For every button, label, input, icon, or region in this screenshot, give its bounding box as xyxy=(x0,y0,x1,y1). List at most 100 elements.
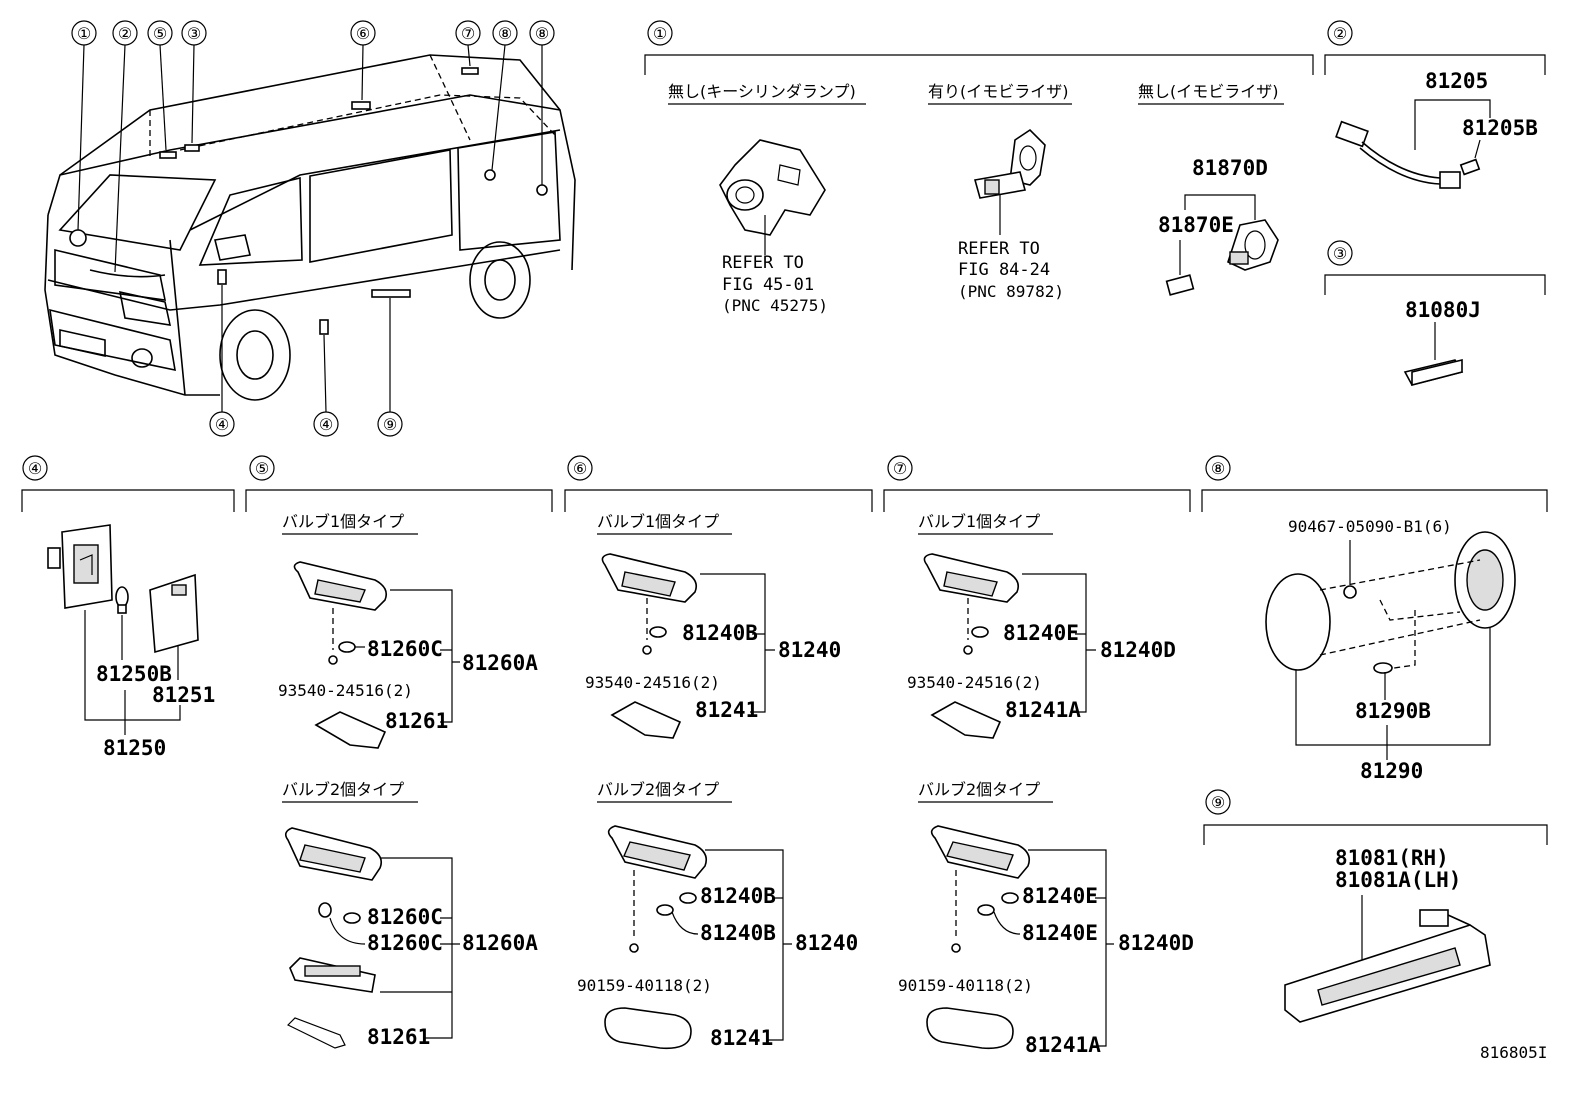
part-81870D: 81870D xyxy=(1192,156,1268,180)
section-6: ⑥ バルブ1個タイプ 81240B 93540-24516(2) 81241 8… xyxy=(564,455,873,1050)
sec7-part-main: 81240D xyxy=(1100,638,1176,662)
section-5: ⑤ バルブ1個タイプ 81260C 93540-24516(2) 81261 8… xyxy=(245,455,553,1049)
sec7-lens-2 xyxy=(926,1007,1014,1050)
sec5-double-bulb-title: バルブ2個タイプ xyxy=(282,780,404,799)
lamp-81250 xyxy=(47,524,113,609)
bulb-81080J xyxy=(1403,358,1464,387)
sec6-part-lens-2: 81241 xyxy=(710,1026,773,1050)
part-81205: 81205 xyxy=(1425,69,1488,93)
section-5-callout: ⑤ xyxy=(255,459,269,478)
sec7-double-bulb-title: バルブ2個タイプ xyxy=(918,780,1040,799)
sec7-part-bulb-2a: 81240E xyxy=(1022,884,1098,908)
section-7: ⑦ バルブ1個タイプ 81240E 93540-24516(2) 81241A … xyxy=(883,455,1194,1057)
sec7-lens-1 xyxy=(930,701,1002,739)
sec7-part-screw-2: 90159-40118(2) xyxy=(898,976,1033,995)
overview-callout-labels: ① ② ⑤ ③ ⑥ ⑦ ⑧ ⑧ ④ ④ ⑨ xyxy=(77,24,549,434)
part-81250B: 81250B xyxy=(96,662,172,686)
sec6-housing-1 xyxy=(601,553,698,603)
callout-4: ④ xyxy=(215,415,229,434)
callout-4b: ④ xyxy=(319,415,333,434)
sec8-part-main: 81290 xyxy=(1360,759,1423,783)
section-2: ② 81205 81205B xyxy=(1324,20,1546,189)
sec5-part-main-2: 81260A xyxy=(462,931,538,955)
sec6-single-bulb-title: バルブ1個タイプ xyxy=(597,512,719,531)
section-3: ③ 81080J xyxy=(1324,240,1546,387)
callout-6: ⑥ xyxy=(356,24,370,43)
sec8-part-bulb: 81290B xyxy=(1355,699,1431,723)
key-cylinder-lamp xyxy=(719,139,826,255)
immobilizer-coil xyxy=(973,128,1046,235)
sec5-bulb-2b xyxy=(343,912,361,924)
bulb-81870E xyxy=(1165,274,1195,296)
section-4: ④ 81250B 81251 81250 xyxy=(21,455,235,760)
sec8-housing xyxy=(1454,531,1516,629)
section-7-callout: ⑦ xyxy=(893,459,907,478)
sec6-part-main-2: 81240 xyxy=(795,931,858,955)
part-81205B: 81205B xyxy=(1462,116,1538,140)
sec8-screw xyxy=(1343,585,1357,599)
sec7-housing-2 xyxy=(930,825,1031,879)
sec5-part-screw: 93540-24516(2) xyxy=(278,681,413,700)
callout-8: ⑧ xyxy=(498,24,512,43)
sec6-part-bulb-2a: 81240B xyxy=(700,884,776,908)
sec5-part-bulb-2a: 81260C xyxy=(367,905,443,929)
sec5-part-lens: 81261 xyxy=(385,709,448,733)
sec6-part-bulb-2b: 81240B xyxy=(700,921,776,945)
socket-wire-81205 xyxy=(1335,120,1481,189)
figure-code: 816805I xyxy=(1480,1043,1547,1062)
sec5-single-bulb-title: バルブ1個タイプ xyxy=(282,512,404,531)
section-9: ⑨ 81081(RH) 81081A(LH) xyxy=(1203,789,1548,1023)
sec7-screw-1 xyxy=(963,645,973,655)
sec7-part-bulb: 81240E xyxy=(1003,621,1079,645)
sec7-bulb-1 xyxy=(971,626,989,638)
sec7-single-bulb-title: バルブ1個タイプ xyxy=(918,512,1040,531)
sec5-lens-1 xyxy=(314,711,387,749)
sec6-screw-2 xyxy=(629,943,639,953)
section-6-callout: ⑥ xyxy=(573,459,587,478)
sec7-part-lens: 81241A xyxy=(1005,698,1081,722)
sec7-part-screw: 93540-24516(2) xyxy=(907,673,1042,692)
sec9-part-rh: 81081(RH) xyxy=(1335,846,1449,870)
sec1-ref-b-line3: (PNC 89782) xyxy=(958,282,1064,301)
section-1-callout: ① xyxy=(653,24,667,43)
callout-5: ⑤ xyxy=(153,24,167,43)
sec5-part-lens-2: 81261 xyxy=(367,1025,430,1049)
sec6-double-bulb-title: バルブ2個タイプ xyxy=(597,780,719,799)
part-81080J: 81080J xyxy=(1405,298,1481,322)
sec6-part-lens: 81241 xyxy=(695,698,758,722)
sec5-lens-2 xyxy=(289,957,376,993)
sec8-part-screw: 90467-05090-B1(6) xyxy=(1288,517,1452,536)
van-illustration xyxy=(44,54,576,401)
sec5-bulb-1 xyxy=(338,641,356,653)
sec5-part-bulb-2b: 81260C xyxy=(367,931,443,955)
sec6-bulb-2a xyxy=(679,892,697,904)
section-3-callout: ③ xyxy=(1333,244,1347,263)
callout-7: ⑦ xyxy=(461,24,475,43)
sec6-part-main: 81240 xyxy=(778,638,841,662)
sec1-option-b: 有り(イモビライザ) xyxy=(928,82,1069,101)
sec1-ref-b-line2: FIG 84-24 xyxy=(958,260,1050,280)
sec5-screw-1 xyxy=(328,655,338,665)
sec9-part-lh: 81081A(LH) xyxy=(1335,868,1461,892)
sec1-option-a: 無し(キーシリンダランプ) xyxy=(668,82,856,101)
lens-81251 xyxy=(149,573,199,654)
part-81870E: 81870E xyxy=(1158,213,1234,237)
callout-3: ③ xyxy=(187,24,201,43)
callout-2: ② xyxy=(118,24,132,43)
callout-8b: ⑧ xyxy=(535,24,549,43)
sec5-housing-1 xyxy=(293,561,388,611)
sec9-step-lamp xyxy=(1284,909,1491,1023)
section-9-callout: ⑨ xyxy=(1211,793,1225,812)
sec1-ref-b-line1: REFER TO xyxy=(958,239,1040,259)
sec5-housing-2 xyxy=(284,827,383,881)
sec5-part-main: 81260A xyxy=(462,651,538,675)
sec8-bulb xyxy=(1373,662,1393,674)
section-8: ⑧ 90467-05090-B1(6) 81290B 81290 xyxy=(1201,455,1548,783)
sec5-lens-3 xyxy=(286,1017,346,1049)
section-4-callout: ④ xyxy=(28,459,42,478)
sec7-part-lens-2: 81241A xyxy=(1025,1033,1101,1057)
sec6-lens-2 xyxy=(604,1007,692,1050)
part-81251: 81251 xyxy=(152,683,215,707)
sec7-part-main-2: 81240D xyxy=(1118,931,1194,955)
